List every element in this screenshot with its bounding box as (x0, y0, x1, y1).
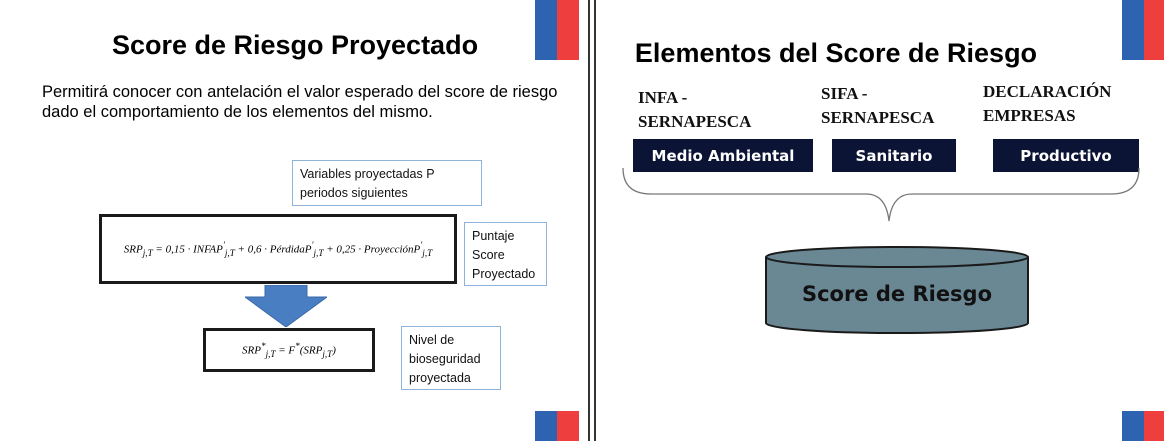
grouping-brace (622, 167, 1140, 222)
source-infa-line1: INFA - (638, 88, 688, 107)
source-declaracion: DECLARACIÓN EMPRESAS (983, 80, 1111, 128)
category-medio-ambiental: Medio Ambiental (633, 139, 813, 172)
down-arrow-icon (245, 285, 327, 327)
chile-flag-logo-bottom (1122, 411, 1164, 441)
chile-flag-logo (535, 0, 579, 60)
source-declaracion-line2: EMPRESAS (983, 106, 1076, 125)
projected-variables-box: Variables proyectadas P periodos siguien… (292, 160, 482, 206)
score-proyectado-box: Puntaje Score Proyectado (464, 222, 547, 286)
source-infa-line2: SERNAPESCA (638, 112, 752, 131)
source-sifa-line2: SERNAPESCA (821, 108, 935, 127)
source-sifa: SIFA - SERNAPESCA (821, 82, 934, 130)
score-riesgo-cylinder (765, 246, 1029, 334)
nivel-bioseguridad-box: Nivel de bioseguridad proyectada (401, 326, 501, 390)
formula-secondary: SRP*j,T = F*(SRPj,T) (203, 328, 375, 372)
category-productivo: Productivo (993, 139, 1139, 172)
source-declaracion-line1: DECLARACIÓN (983, 82, 1112, 101)
slide-score-proyectado: Score de Riesgo Proyectado Permitirá con… (42, 0, 590, 441)
slide-title: Elementos del Score de Riesgo (634, 38, 1038, 68)
cylinder-label: Score de Riesgo (801, 282, 993, 306)
slide-elementos-score: Elementos del Score de Riesgo INFA - SER… (594, 0, 1164, 441)
category-sanitario: Sanitario (832, 139, 956, 172)
chile-flag-logo (1122, 0, 1164, 60)
slide-title: Score de Riesgo Proyectado (111, 30, 479, 60)
chile-flag-logo-bottom (535, 411, 579, 441)
source-infa: INFA - SERNAPESCA (638, 86, 751, 134)
source-sifa-line1: SIFA - (821, 84, 868, 103)
formula-main: SRPj,T = 0,15 · INFAP′j,T + 0,6 · Pérdid… (99, 214, 457, 284)
slide-description: Permitirá conocer con antelación el valo… (42, 83, 558, 121)
